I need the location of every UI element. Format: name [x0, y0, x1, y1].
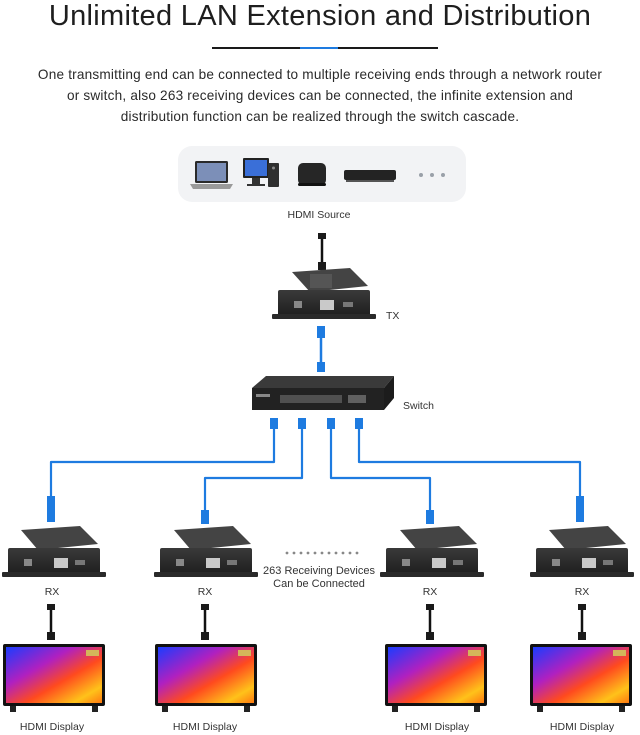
ethernet-cable-rx2	[203, 424, 304, 512]
hdmi-cable-icon	[318, 233, 326, 270]
ethernet-cable-rx3	[329, 424, 432, 512]
tv-box-icon	[298, 163, 326, 186]
hdmi-display-label-2: HDMI Display	[172, 721, 238, 733]
tx-label: TX	[386, 310, 400, 322]
description: One transmitting end can be connected to…	[0, 64, 640, 127]
ethernet-cable-rx4	[357, 424, 582, 498]
receiver-icon	[380, 526, 484, 577]
transmitter-icon	[272, 268, 376, 319]
rx-label-1: RX	[44, 586, 60, 598]
desktop-computer-icon	[243, 158, 279, 187]
receiving-devices-line-1: 263 Receiving Devices	[263, 565, 375, 577]
receiver-icon	[2, 526, 106, 577]
rx-label-4: RX	[574, 586, 590, 598]
description-line-1: One transmitting end can be connected to…	[37, 67, 603, 82]
hdmi-display-label-3: HDMI Display	[404, 721, 470, 733]
description-line-2: or switch, also 263 receiving devices ca…	[66, 88, 574, 103]
page-title: Unlimited LAN Extension and Distribution	[48, 0, 592, 32]
ethernet-cable-icon	[317, 326, 325, 372]
hdmi-display-icon	[3, 644, 105, 712]
network-switch-icon	[252, 376, 394, 410]
dotted-separator	[285, 551, 359, 555]
hdmi-source-label: HDMI Source	[287, 209, 351, 221]
source-devices-panel	[178, 146, 466, 202]
hdmi-display-label-4: HDMI Display	[549, 721, 615, 733]
receiving-devices-line-2: Can be Connected	[273, 578, 365, 590]
ethernet-cable-rx1	[49, 424, 276, 498]
hdmi-display-icon	[385, 644, 487, 712]
receiver-icon	[530, 526, 634, 577]
media-player-icon	[344, 170, 396, 182]
hdmi-display-label-1: HDMI Display	[19, 721, 85, 733]
hdmi-display-icon	[155, 644, 257, 712]
title-underline-accent	[300, 47, 338, 49]
rx-label-3: RX	[422, 586, 438, 598]
laptop-icon	[190, 161, 233, 189]
receiver-icon	[154, 526, 258, 577]
switch-label: Switch	[403, 400, 434, 412]
rx-label-2: RX	[197, 586, 213, 598]
description-line-3: distribution function can be realized th…	[120, 109, 520, 124]
ellipsis-icon	[419, 173, 445, 177]
hdmi-display-icon	[530, 644, 632, 712]
